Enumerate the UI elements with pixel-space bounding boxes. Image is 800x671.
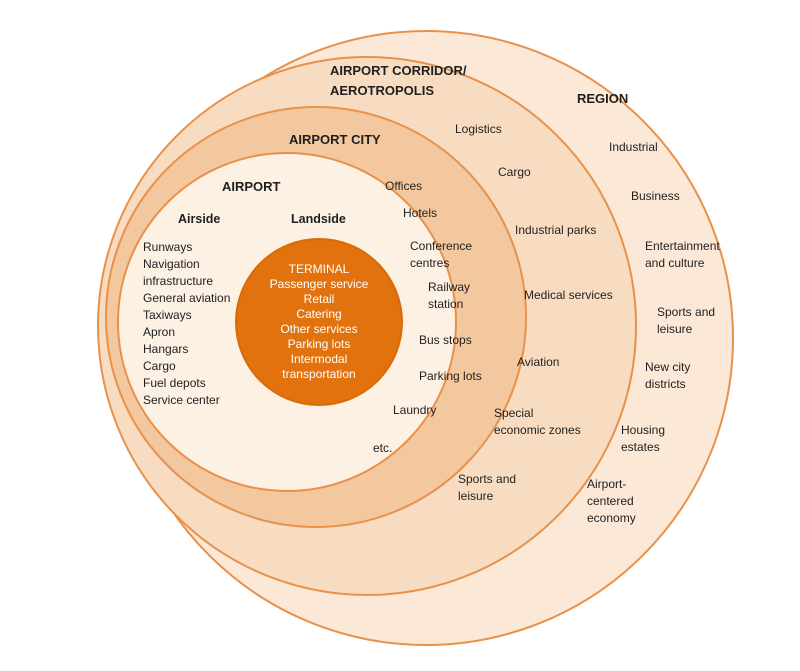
- terminal-item: Retail: [303, 292, 335, 306]
- terminal-item: Other services: [280, 322, 358, 336]
- region-item: Entertainment and culture: [645, 239, 720, 270]
- airport-city-item: Bus stops: [419, 333, 472, 347]
- region-item: Industrial: [609, 140, 658, 154]
- region-item: Housing estates: [621, 423, 666, 454]
- terminal-item: Intermodal transportation: [282, 352, 356, 381]
- landside-label: Landside: [291, 212, 346, 226]
- airport-city-item: Hotels: [403, 206, 438, 220]
- airside-item: Apron: [143, 325, 176, 339]
- terminal-item: Passenger service: [269, 277, 369, 291]
- airside-item: Service center: [143, 393, 220, 407]
- airside-item: Cargo: [143, 359, 176, 373]
- region-item: Sports and leisure: [657, 305, 716, 336]
- region-item: Airport- centered economy: [587, 477, 636, 525]
- terminal-item: Parking lots: [287, 337, 351, 351]
- airside-item: Fuel depots: [143, 376, 206, 390]
- airport-city-item: Offices: [385, 179, 423, 193]
- region-label: REGION: [577, 91, 629, 106]
- airport-city-label: AIRPORT CITY: [289, 132, 381, 147]
- airside-item: General aviation: [143, 291, 231, 305]
- airport-city-item: Conference centres: [410, 239, 473, 270]
- terminal-item: TERMINAL: [288, 262, 350, 276]
- airside-item: Hangars: [143, 342, 189, 356]
- aerotropolis-item: Sports and leisure: [458, 472, 517, 503]
- airside-item: Runways: [143, 240, 193, 254]
- aerotropolis-label: AIRPORT CORRIDOR/ AEROTROPOLIS: [330, 63, 467, 98]
- aerotropolis-item: Industrial parks: [515, 223, 597, 237]
- airport-city-item: Laundry: [393, 403, 437, 417]
- airside-item: Navigation infrastructure: [143, 257, 214, 288]
- region-item: New city districts: [645, 360, 691, 391]
- airport-city-item: Parking lots: [419, 369, 482, 383]
- airside-item: Taxiways: [143, 308, 192, 322]
- airside-label: Airside: [178, 212, 221, 226]
- aerotropolis-item: Aviation: [517, 355, 560, 369]
- aerotropolis-item: Medical services: [524, 288, 613, 302]
- aerotropolis-item: Cargo: [498, 165, 531, 179]
- region-item: Business: [631, 189, 680, 203]
- airport-city-item: Railway station: [428, 280, 471, 311]
- aerotropolis-item: Logistics: [455, 122, 502, 136]
- airport-city-item: etc.: [373, 441, 393, 455]
- airport-label: AIRPORT: [222, 179, 281, 194]
- aerotropolis-item: Special economic zones: [494, 406, 581, 437]
- terminal-item: Catering: [296, 307, 342, 321]
